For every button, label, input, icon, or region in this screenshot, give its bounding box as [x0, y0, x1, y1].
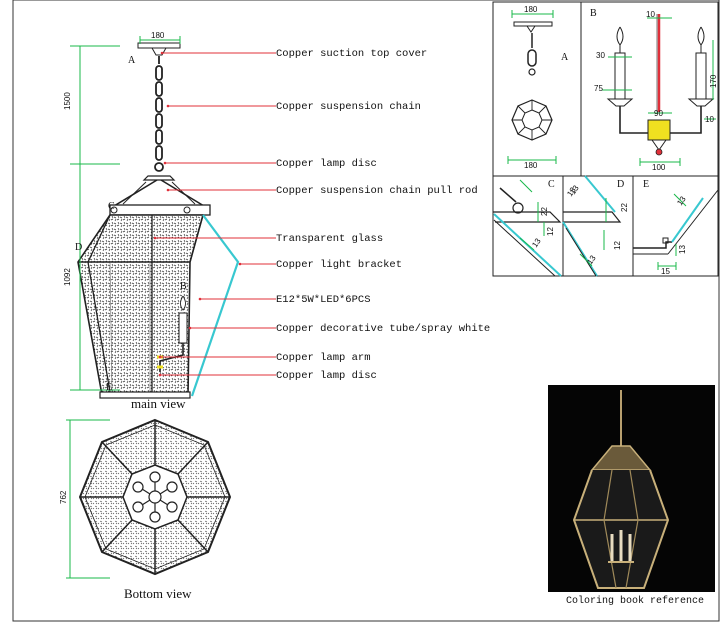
label-lamp-arm: Copper lamp arm	[276, 352, 371, 364]
detail-e-dim-3: 13	[678, 245, 687, 254]
dim-chain-height: 1500	[63, 92, 72, 110]
label-bulb-spec: E12*5W*LED*6PCS	[276, 294, 371, 306]
main-letter-e: E	[106, 382, 112, 393]
label-transparent-glass: Transparent glass	[276, 233, 383, 245]
detail-e-dim-1: 13	[675, 194, 688, 207]
detail-b-dim-right: 170	[709, 74, 718, 88]
bottom-view-title: Bottom view	[124, 586, 192, 601]
leader-ends	[153, 51, 242, 377]
detail-b-dim-base: 100	[652, 163, 666, 172]
dim-bottom-diameter: 762	[59, 490, 68, 504]
detail-d-dim-1: 22	[620, 203, 629, 212]
label-top-cover: Copper suction top cover	[276, 48, 427, 60]
detail-e-letter: E	[643, 179, 649, 190]
detail-a-dims	[507, 10, 557, 164]
detail-b	[606, 14, 715, 156]
detail-c-dim-1: 22	[540, 207, 549, 216]
detail-a-dim-top: 180	[524, 5, 538, 14]
label-light-bracket: Copper light bracket	[276, 259, 402, 271]
main-letter-b: B	[180, 281, 187, 292]
detail-a-dim-bottom: 180	[524, 161, 538, 170]
sheet-border	[12, 0, 720, 622]
bottom-view	[78, 418, 232, 576]
label-suspension-chain: Copper suspension chain	[276, 101, 421, 113]
detail-c-dims	[519, 179, 545, 251]
label-decorative-tube: Copper decorative tube/spray white	[276, 323, 490, 335]
detail-b-dim-arm: 75	[594, 84, 603, 93]
detail-d-dims	[579, 198, 607, 267]
label-chain-pull-rod: Copper suspension chain pull rod	[276, 185, 478, 197]
detail-e-dims	[657, 193, 687, 270]
detail-c-letter: C	[548, 179, 555, 190]
label-lamp-disc-top: Copper lamp disc	[276, 158, 377, 170]
detail-b-letter: B	[590, 8, 597, 19]
reference-photo	[548, 385, 715, 592]
main-view-title: main view	[131, 396, 186, 411]
detail-e	[633, 189, 719, 255]
reference-caption: Coloring book reference	[566, 595, 704, 607]
detail-b-dim-center: 90	[654, 109, 663, 118]
main-dimensions	[70, 36, 181, 391]
main-letter-d: D	[75, 242, 82, 253]
detail-d-letter: D	[617, 179, 624, 190]
leader-lines	[155, 52, 276, 376]
detail-c-dim-2: 12	[546, 227, 555, 236]
label-lamp-disc-bottom: Copper lamp disc	[276, 370, 377, 382]
dim-body-height: 1092	[63, 268, 72, 286]
detail-a-letter: A	[561, 52, 569, 63]
detail-d	[562, 175, 622, 277]
detail-c-dim-3: 13	[530, 236, 543, 249]
detail-b-dim-top: 10	[646, 10, 655, 19]
main-chain	[154, 56, 164, 172]
detail-e-dim-2: 15	[661, 267, 670, 276]
main-letter-c: C	[108, 201, 115, 212]
main-view	[77, 42, 240, 399]
detail-panel	[492, 1, 719, 277]
detail-d-dim-2: 12	[613, 241, 622, 250]
detail-b-dim-candle: 30	[596, 51, 605, 60]
detail-b-dim-right-small: 10	[705, 115, 714, 124]
detail-d-dim-3: 13	[585, 253, 598, 266]
bottom-dimension	[66, 419, 110, 579]
detail-a	[511, 21, 553, 141]
main-letter-a: A	[128, 55, 136, 66]
dim-top-width: 180	[151, 31, 165, 40]
detail-b-dims	[602, 17, 716, 166]
